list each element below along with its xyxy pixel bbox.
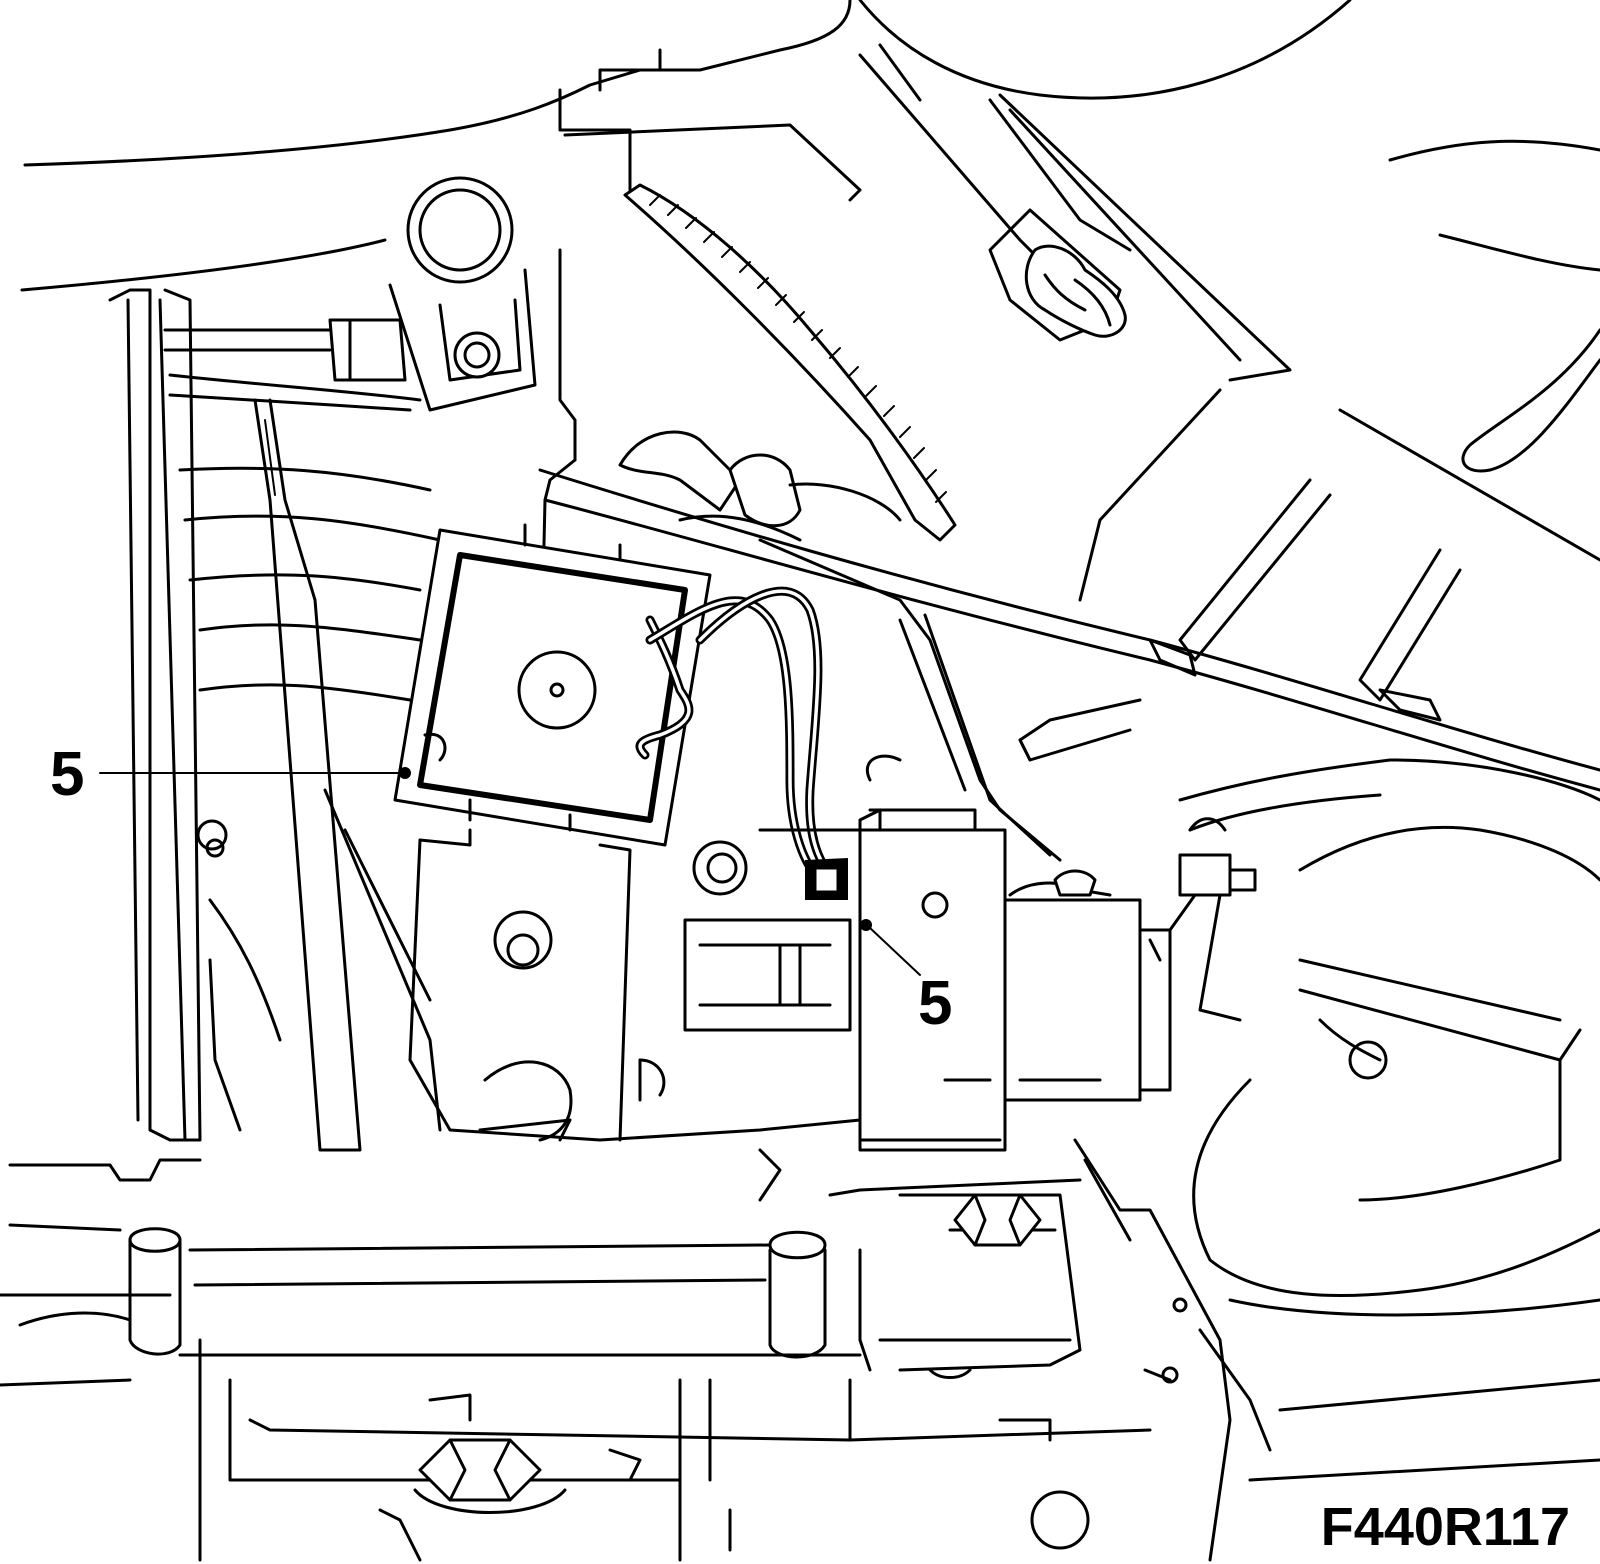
hex-bolt-right xyxy=(948,1193,1057,1247)
center-bracket xyxy=(538,248,1062,862)
figure-code: F440R117 xyxy=(1320,1497,1570,1557)
rubber-bung xyxy=(988,208,1127,342)
toothed-strap xyxy=(623,183,957,542)
switch-block xyxy=(858,808,1257,1152)
cable-wrap xyxy=(618,430,902,528)
right-bodywork xyxy=(1078,233,1600,1482)
grommet-cap xyxy=(388,176,537,412)
left-frame-rails xyxy=(108,288,442,1152)
base-plate xyxy=(0,1138,1232,1562)
transmission-housing xyxy=(408,754,902,1142)
callout-leader-upper xyxy=(99,767,411,779)
callout-label-upper: 5 xyxy=(50,740,84,809)
upper-trim-panel xyxy=(20,0,1600,382)
hex-bolt-left xyxy=(413,1393,567,1514)
callout-label-lower: 5 xyxy=(918,969,952,1038)
callout-leader-lower xyxy=(860,919,921,976)
